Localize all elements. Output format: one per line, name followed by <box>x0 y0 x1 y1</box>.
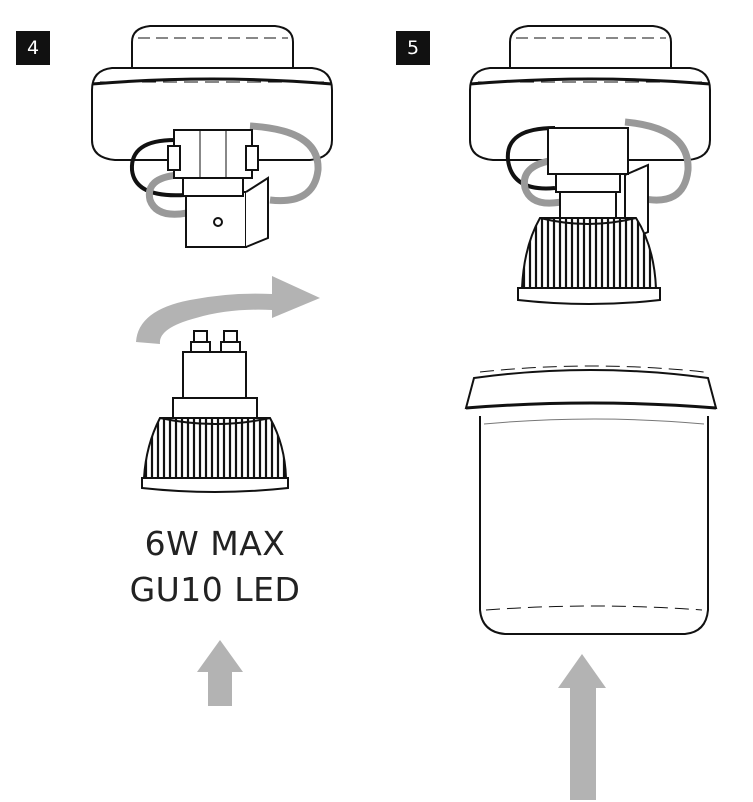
step-number-badge: 4 <box>16 31 50 65</box>
bulb-wattage-label: 6W MAX <box>144 524 286 563</box>
insert-arrow <box>197 640 243 706</box>
rotate-arrow <box>136 276 320 344</box>
step4-fixture <box>91 25 333 248</box>
bulb-type-label: GU10 LED <box>129 570 301 609</box>
gu10-bulb <box>141 330 289 493</box>
installed-bulb <box>517 217 661 305</box>
step5-fixture <box>469 25 711 244</box>
step-number-badge: 5 <box>396 31 430 65</box>
attach-shade-arrow <box>558 654 606 800</box>
lamp-shade <box>464 365 718 635</box>
